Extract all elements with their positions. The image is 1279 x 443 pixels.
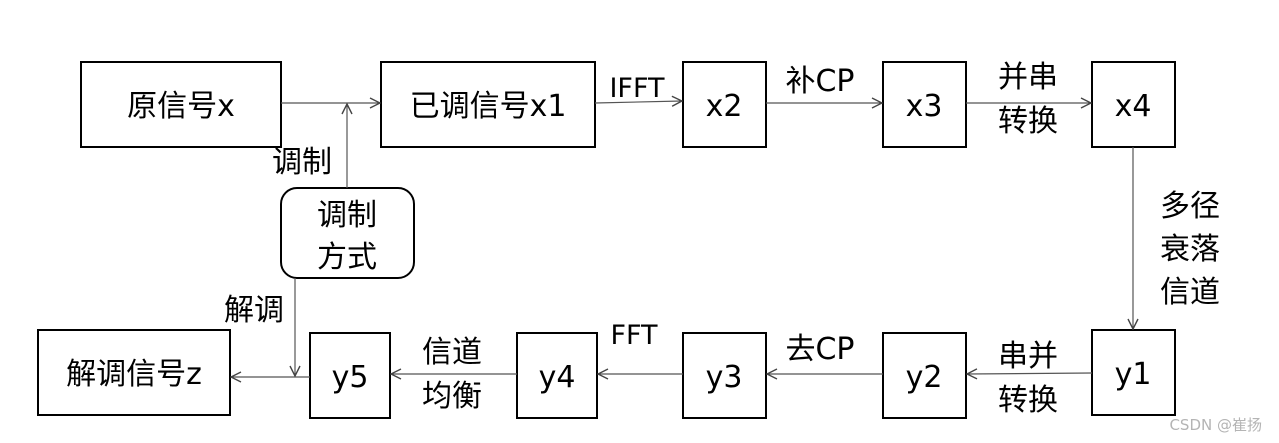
arrow-sp-conversion-bottom (967, 373, 1093, 374)
demodulate-label: 解调 (224, 293, 284, 328)
y4-box (516, 332, 598, 419)
y2-box (882, 332, 967, 419)
x4-label: x4 (1115, 89, 1152, 124)
channel-equalization-line1: 信道 (422, 335, 482, 370)
channel-equalization-line2: 均衡 (422, 379, 482, 414)
x3-label: x3 (906, 89, 943, 124)
modulate-label: 调制 (272, 145, 332, 180)
x2-box (682, 61, 767, 148)
x2-label: x2 (706, 89, 743, 124)
channel-label-line1: 多径 (1160, 189, 1220, 224)
remove-cp-label: 去CP (785, 332, 854, 367)
modulation-method-line2: 方式 (317, 240, 377, 275)
channel-label-line3: 信道 (1160, 275, 1220, 310)
ifft-label: IFFT (609, 73, 665, 104)
sp-conversion-line2: 转换 (998, 383, 1058, 418)
x3-box (882, 61, 967, 148)
original-signal-label: 原信号x (127, 89, 235, 124)
original-signal-box (80, 61, 282, 148)
demodulated-signal-box (37, 329, 231, 416)
y3-label: y3 (706, 360, 743, 395)
ps-conversion-line1: 并串 (998, 60, 1058, 95)
y4-label: y4 (539, 360, 576, 395)
ps-conversion-line2: 转换 (998, 104, 1058, 139)
y1-box (1091, 329, 1176, 416)
y1-label: y1 (1115, 357, 1152, 392)
modulated-signal-box (380, 61, 596, 148)
add-cp-label: 补CP (785, 64, 854, 99)
fft-label: FFT (610, 320, 658, 351)
watermark-text: CSDN @崔扬 (1169, 416, 1262, 434)
y5-label: y5 (332, 360, 369, 395)
channel-label-line2: 衰落 (1160, 232, 1220, 267)
y2-label: y2 (906, 360, 943, 395)
modulation-method-line1: 调制 (317, 198, 377, 233)
sp-conversion-line1: 串并 (998, 339, 1058, 374)
modulated-signal-label: 已调信号x1 (410, 89, 567, 124)
y3-box (682, 332, 767, 419)
arrow-ifft (594, 101, 682, 103)
demodulated-signal-label: 解调信号z (66, 357, 202, 392)
